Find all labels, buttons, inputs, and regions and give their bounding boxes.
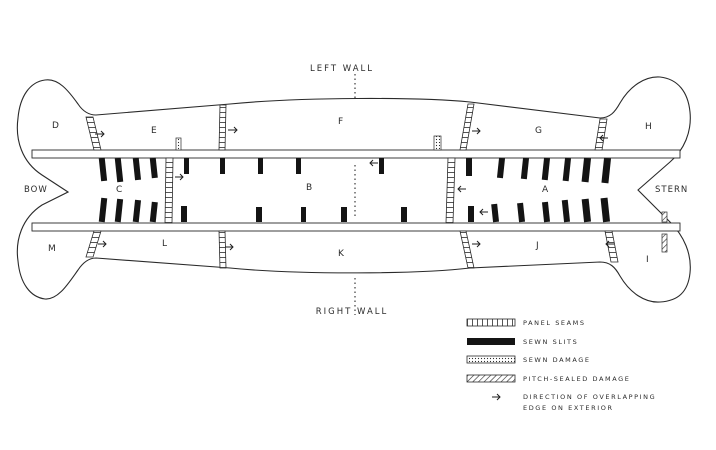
upper-panel-seam bbox=[31, 149, 681, 159]
panel-label-i: I bbox=[646, 255, 650, 265]
legend-label-overlap-line1: DIRECTION OF OVERLAPPING bbox=[523, 393, 656, 401]
panel-label-e: E bbox=[151, 126, 158, 136]
stern-label: STERN bbox=[655, 185, 688, 195]
panel-label-c: C bbox=[116, 185, 124, 195]
sewn-damage-mark bbox=[433, 135, 442, 151]
canoe-outline bbox=[16, 76, 691, 303]
legend-label-panel-seams: PANEL SEAMS bbox=[523, 319, 586, 327]
panel-label-f: F bbox=[338, 117, 345, 127]
bow-label: BOW bbox=[24, 185, 48, 195]
panel-label-b: B bbox=[306, 183, 314, 193]
overlap-direction-arrows bbox=[95, 126, 614, 251]
legend-swatch-sewn-slits bbox=[467, 338, 515, 345]
panel-label-g: G bbox=[535, 126, 543, 136]
left-wall-label: LEFT WALL bbox=[310, 64, 374, 74]
sewn-slits bbox=[98, 157, 612, 223]
right-wall-label: RIGHT WALL bbox=[316, 307, 389, 317]
legend-swatch-panel-seams bbox=[466, 318, 516, 327]
legend-swatch-sewn-damage bbox=[466, 355, 516, 364]
panel-label-a: A bbox=[542, 185, 550, 195]
legend-label-overlap-line2: EDGE ON EXTERIOR bbox=[523, 404, 614, 412]
sewn-damage-mark bbox=[175, 137, 182, 151]
legend-swatch-pitch-sealed-damage bbox=[466, 374, 516, 383]
pitch-sealed-damage-mark bbox=[661, 233, 668, 253]
legend: PANEL SEAMS SEWN SLITS SEWN DAMAGE PITCH… bbox=[466, 318, 656, 412]
vertical-seams bbox=[85, 103, 619, 269]
pitch-sealed-damage-mark bbox=[661, 211, 668, 223]
legend-label-sewn-slits: SEWN SLITS bbox=[523, 338, 578, 346]
legend-label-sewn-damage: SEWN DAMAGE bbox=[523, 356, 591, 364]
panel-label-h: H bbox=[645, 122, 653, 132]
panel-label-k: K bbox=[338, 249, 345, 259]
panel-label-l: L bbox=[162, 239, 169, 249]
panel-label-j: J bbox=[535, 241, 540, 251]
lower-panel-seam bbox=[31, 222, 681, 232]
legend-arrow-icon bbox=[492, 393, 501, 401]
panel-label-m: M bbox=[48, 244, 57, 254]
legend-label-pitch-sealed-damage: PITCH-SEALED DAMAGE bbox=[523, 375, 631, 383]
panel-label-d: D bbox=[52, 121, 60, 131]
